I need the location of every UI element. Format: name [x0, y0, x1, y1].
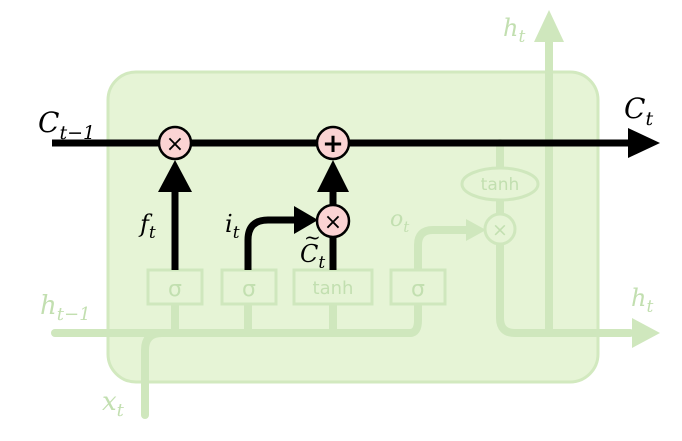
i-arrowhead [294, 206, 318, 234]
o-label: ot [390, 207, 410, 236]
dark-ops [157, 125, 351, 239]
faded-arrowheads [466, 10, 660, 348]
c-tilde-mark: ~ [304, 225, 321, 249]
c-tilde-label: Ct [300, 240, 325, 273]
mult3-to-out [496, 241, 634, 337]
add-in-arrowhead [317, 160, 349, 192]
mult2-label: × [324, 210, 342, 235]
h-top-arrowhead [534, 10, 564, 42]
sigma1-gate [146, 268, 204, 306]
faded-paths [51, 38, 634, 419]
h-right-arrowhead [632, 318, 660, 348]
c-prev-label: Ct−1 [38, 106, 95, 144]
f-arrowhead [158, 160, 192, 192]
mult2-op [315, 203, 351, 239]
add-op [315, 125, 351, 161]
x-input-line [141, 329, 166, 419]
sigma2-label: σ [242, 277, 256, 302]
tanh2-gate [460, 166, 540, 202]
x-in-label: xt [102, 387, 125, 421]
tanh2-label: tanh [481, 175, 520, 195]
c-next-label: Ct [624, 92, 653, 130]
tanh1-gate [292, 268, 374, 306]
o-line [414, 226, 474, 274]
faded-gates [146, 166, 540, 306]
h-top-label: ht [503, 14, 525, 47]
add-label: + [322, 129, 344, 159]
sigma3-gate [389, 268, 447, 306]
mult1-op [157, 125, 193, 161]
cell-out-arrowhead [628, 128, 660, 158]
i-line [244, 216, 296, 270]
h-prev-label: ht−1 [40, 291, 91, 325]
h-right-label: ht [631, 284, 653, 317]
tap-sigma3 [406, 301, 422, 337]
mult1-label: × [166, 132, 184, 157]
dark-arrowheads [158, 128, 660, 234]
o-arrowhead [466, 219, 486, 241]
i-label: it [225, 210, 240, 243]
sigma3-label: σ [411, 277, 425, 302]
sigma1-label: σ [168, 277, 182, 302]
mult3-label: × [492, 219, 508, 241]
mult3-op [483, 212, 517, 246]
tanh1-label: tanh [313, 278, 354, 299]
